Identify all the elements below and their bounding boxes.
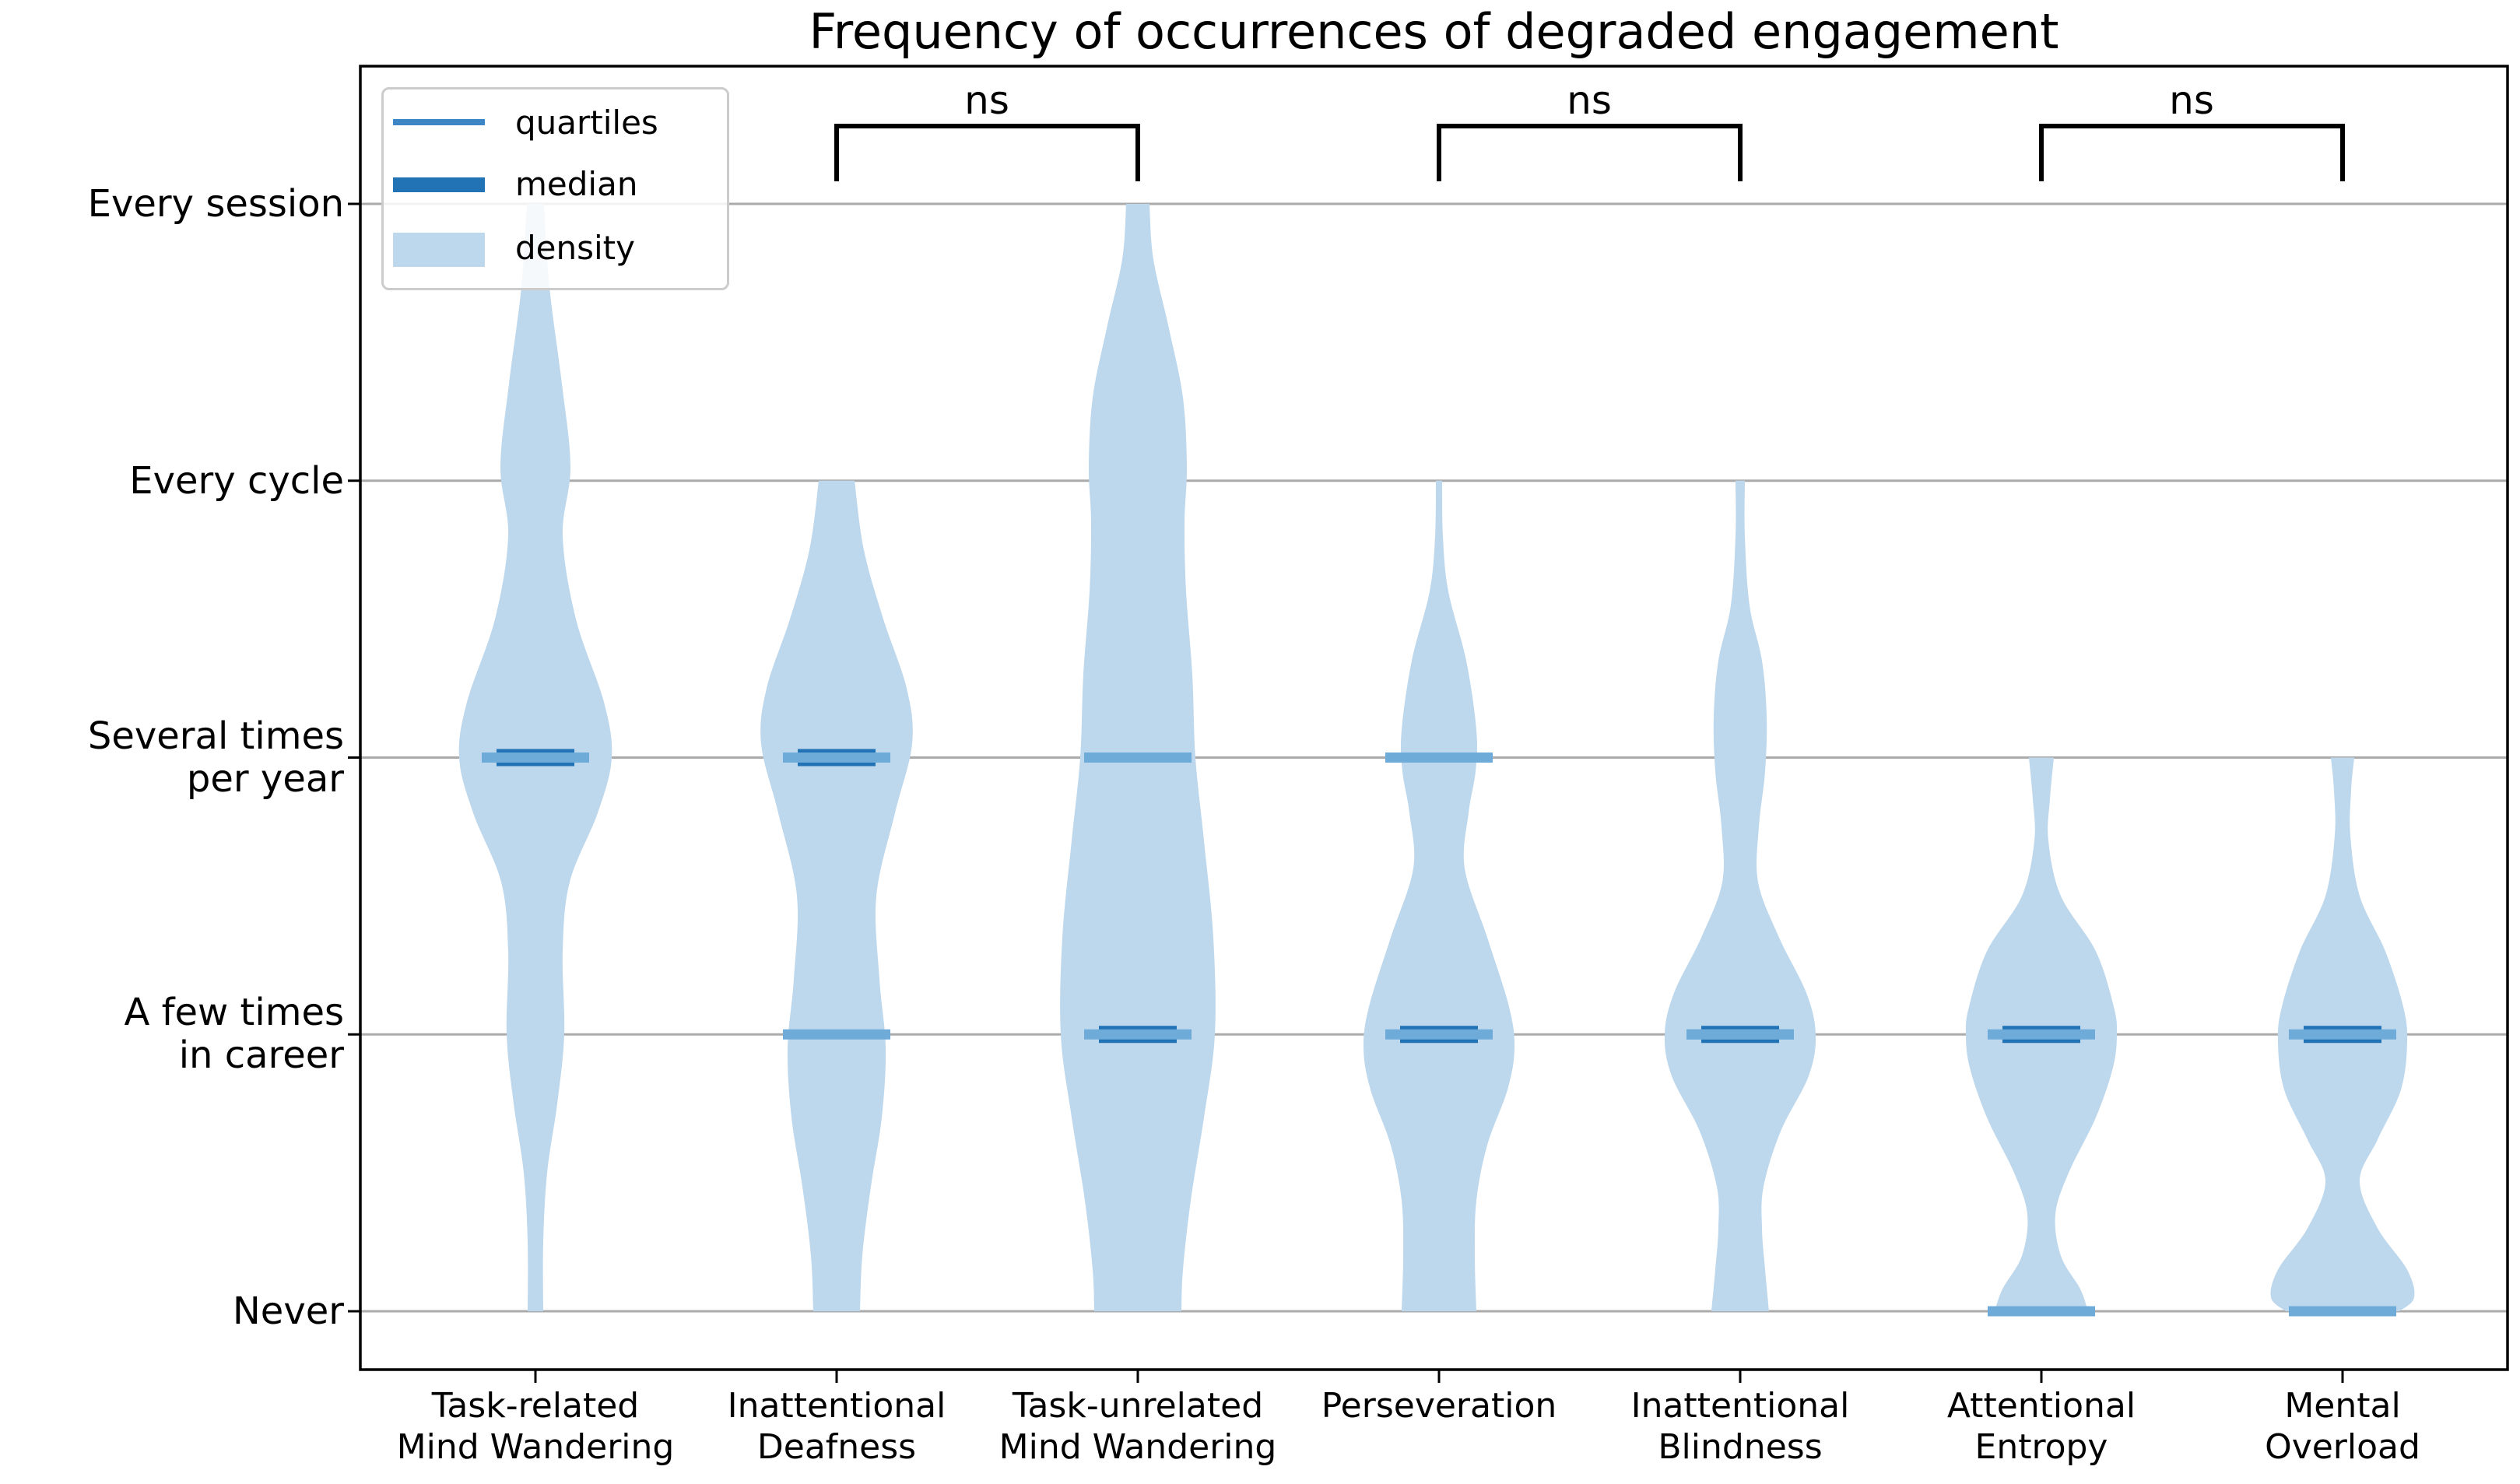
xtick-inattentional-blindness: Inattentional Blindness — [1630, 1386, 1850, 1467]
legend-quartiles-line-icon — [393, 119, 485, 125]
ytick-never: Never — [232, 1289, 344, 1333]
quartile-line-4 — [1385, 753, 1493, 763]
quartile-line-7 — [2289, 1029, 2396, 1040]
quartile-line-1 — [482, 753, 589, 763]
ns-bracket — [1437, 124, 1743, 181]
legend-item-median: median — [515, 165, 638, 203]
quartile-line-7 — [2289, 1306, 2396, 1317]
quartile-line-2 — [783, 1029, 890, 1040]
xtick-inattentional-deafness: Inattentional Deafness — [727, 1386, 946, 1467]
ns-bracket — [2039, 124, 2345, 181]
quartile-line-5 — [1686, 1029, 1794, 1040]
legend-item-density: density — [515, 229, 635, 267]
ytick-several-times-per-year: Several times per year — [87, 714, 344, 801]
xtick-task-unrelated-mind-wandering: Task-unrelated Mind Wandering — [999, 1386, 1277, 1467]
ns-annotation-3: ns — [2169, 78, 2214, 123]
ytick-every-cycle: Every cycle — [129, 459, 344, 503]
xtick-perseveration: Perseveration — [1321, 1386, 1557, 1426]
xtick-attentional-entropy: Attentional Entropy — [1946, 1386, 2136, 1467]
quartile-line-6 — [1988, 1306, 2095, 1317]
quartile-line-6 — [1988, 1029, 2095, 1040]
ytick-a-few-times-in-career: A few times in career — [124, 991, 345, 1077]
chart-title: Frequency of occurrences of degraded eng… — [809, 3, 2059, 60]
ytick-every-session: Every session — [87, 182, 344, 226]
quartile-line-4 — [1385, 1029, 1493, 1040]
violin-density-2 — [760, 480, 913, 1311]
axes-frame — [359, 65, 2509, 1371]
legend-median-line-icon — [393, 177, 485, 192]
quartile-line-3 — [1084, 753, 1192, 763]
xtick-mental-overload: Mental Overload — [2265, 1386, 2420, 1467]
ns-annotation-2: ns — [1567, 78, 1612, 123]
legend-density-patch-icon — [393, 233, 485, 267]
violin-density-5 — [1664, 480, 1816, 1311]
quartile-line-2 — [783, 753, 890, 763]
violin-density-4 — [1363, 480, 1515, 1311]
ns-bracket — [834, 124, 1140, 181]
legend-item-quartiles: quartiles — [515, 103, 658, 142]
quartile-line-3 — [1084, 1029, 1192, 1040]
xtick-task-related-mind-wandering: Task-related Mind Wandering — [396, 1386, 675, 1467]
ns-annotation-1: ns — [964, 78, 1009, 123]
